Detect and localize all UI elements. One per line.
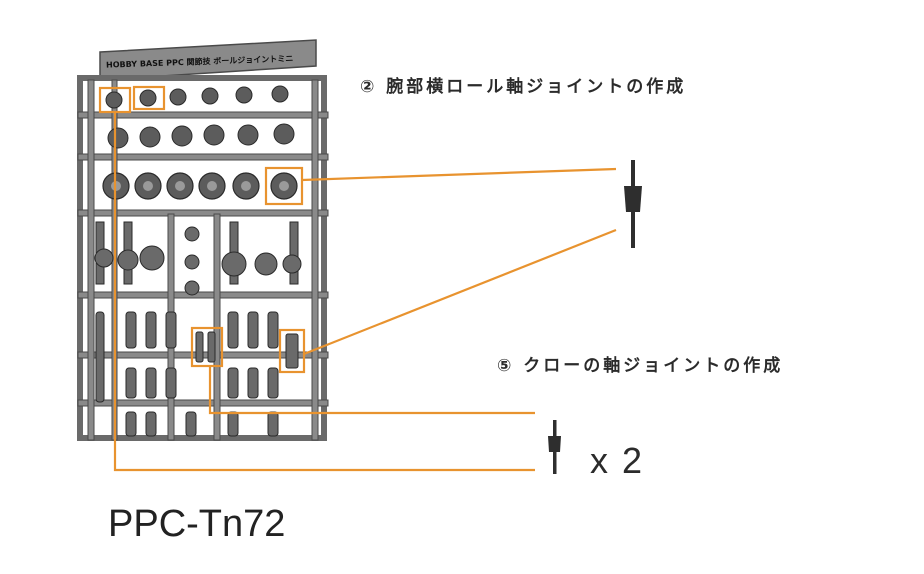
callout-line-pins <box>208 366 535 415</box>
pin-part <box>165 367 177 399</box>
runner-h <box>77 291 329 299</box>
pin-part <box>145 311 157 349</box>
runner-h <box>77 399 329 407</box>
pin-part <box>267 411 279 437</box>
runner-h <box>77 209 329 217</box>
ball-joint-part <box>271 85 289 103</box>
pin-part <box>227 367 239 399</box>
pin-part <box>125 311 137 349</box>
step-5-label: ⑤ クローの軸ジョイントの作成 <box>497 356 784 376</box>
ball-joint-part <box>169 88 187 106</box>
pin-part <box>125 411 137 437</box>
pin-part <box>247 367 259 399</box>
pin-part <box>285 333 299 369</box>
callout-box-claw-pin <box>278 328 306 374</box>
joint-icon-small <box>548 420 561 474</box>
ball-joint-part <box>184 254 200 270</box>
ball-joint-part <box>117 249 139 271</box>
socket-part <box>273 123 295 145</box>
runner-v <box>87 79 95 441</box>
socket-hole <box>207 181 217 191</box>
pin-part <box>247 311 259 349</box>
socket-part <box>237 124 259 146</box>
ball-joint-part <box>201 87 219 105</box>
ball-joint-part <box>105 91 123 109</box>
pin-part <box>125 367 137 399</box>
pin-part <box>267 311 279 349</box>
callout-box-top-left-2 <box>132 85 166 111</box>
pin-part <box>165 311 177 349</box>
pin-part <box>207 331 216 363</box>
callout-box-pins <box>190 326 224 368</box>
socket-hole <box>143 181 153 191</box>
socket-part <box>254 252 278 276</box>
socket-part <box>282 254 302 274</box>
socket-part <box>139 245 165 271</box>
ball-joint-part <box>184 226 200 242</box>
pin-part <box>145 411 157 437</box>
pin-part <box>145 367 157 399</box>
ball-joint-part <box>235 86 253 104</box>
callout-line-top-left <box>113 112 535 472</box>
ball-joint-part <box>139 89 157 107</box>
runner-h <box>77 111 329 119</box>
callout-line-claw <box>303 228 617 356</box>
socket-part <box>221 251 247 277</box>
socket-part <box>171 125 193 147</box>
rod-part <box>289 221 299 285</box>
socket-part <box>203 124 225 146</box>
part-code-label: PPC-Tn72 <box>108 503 286 545</box>
pin-part <box>195 331 204 363</box>
callout-line-socket <box>301 167 617 182</box>
socket-hole <box>279 181 289 191</box>
quantity-label: x 2 <box>590 440 645 481</box>
pin-part <box>227 411 239 437</box>
pin-part <box>95 311 105 403</box>
sprue-tree <box>77 39 329 441</box>
ball-joint-part <box>94 248 114 268</box>
joint-icon-large <box>624 160 642 248</box>
sprue-header-plate <box>99 39 317 81</box>
runner-h <box>77 153 329 161</box>
pin-part <box>227 311 239 349</box>
socket-hole <box>241 181 251 191</box>
runner-v <box>311 79 319 441</box>
callout-box-large-socket <box>264 166 304 206</box>
socket-part <box>107 127 129 149</box>
pin-part <box>267 367 279 399</box>
socket-part <box>139 126 161 148</box>
sprue-outer-frame <box>77 75 327 441</box>
pin-part <box>185 411 197 437</box>
step-2-label: ② 腕部横ロール軸ジョイントの作成 <box>360 77 687 97</box>
socket-hole <box>175 181 185 191</box>
callouts <box>98 85 617 472</box>
ball-joint-part <box>184 280 200 296</box>
